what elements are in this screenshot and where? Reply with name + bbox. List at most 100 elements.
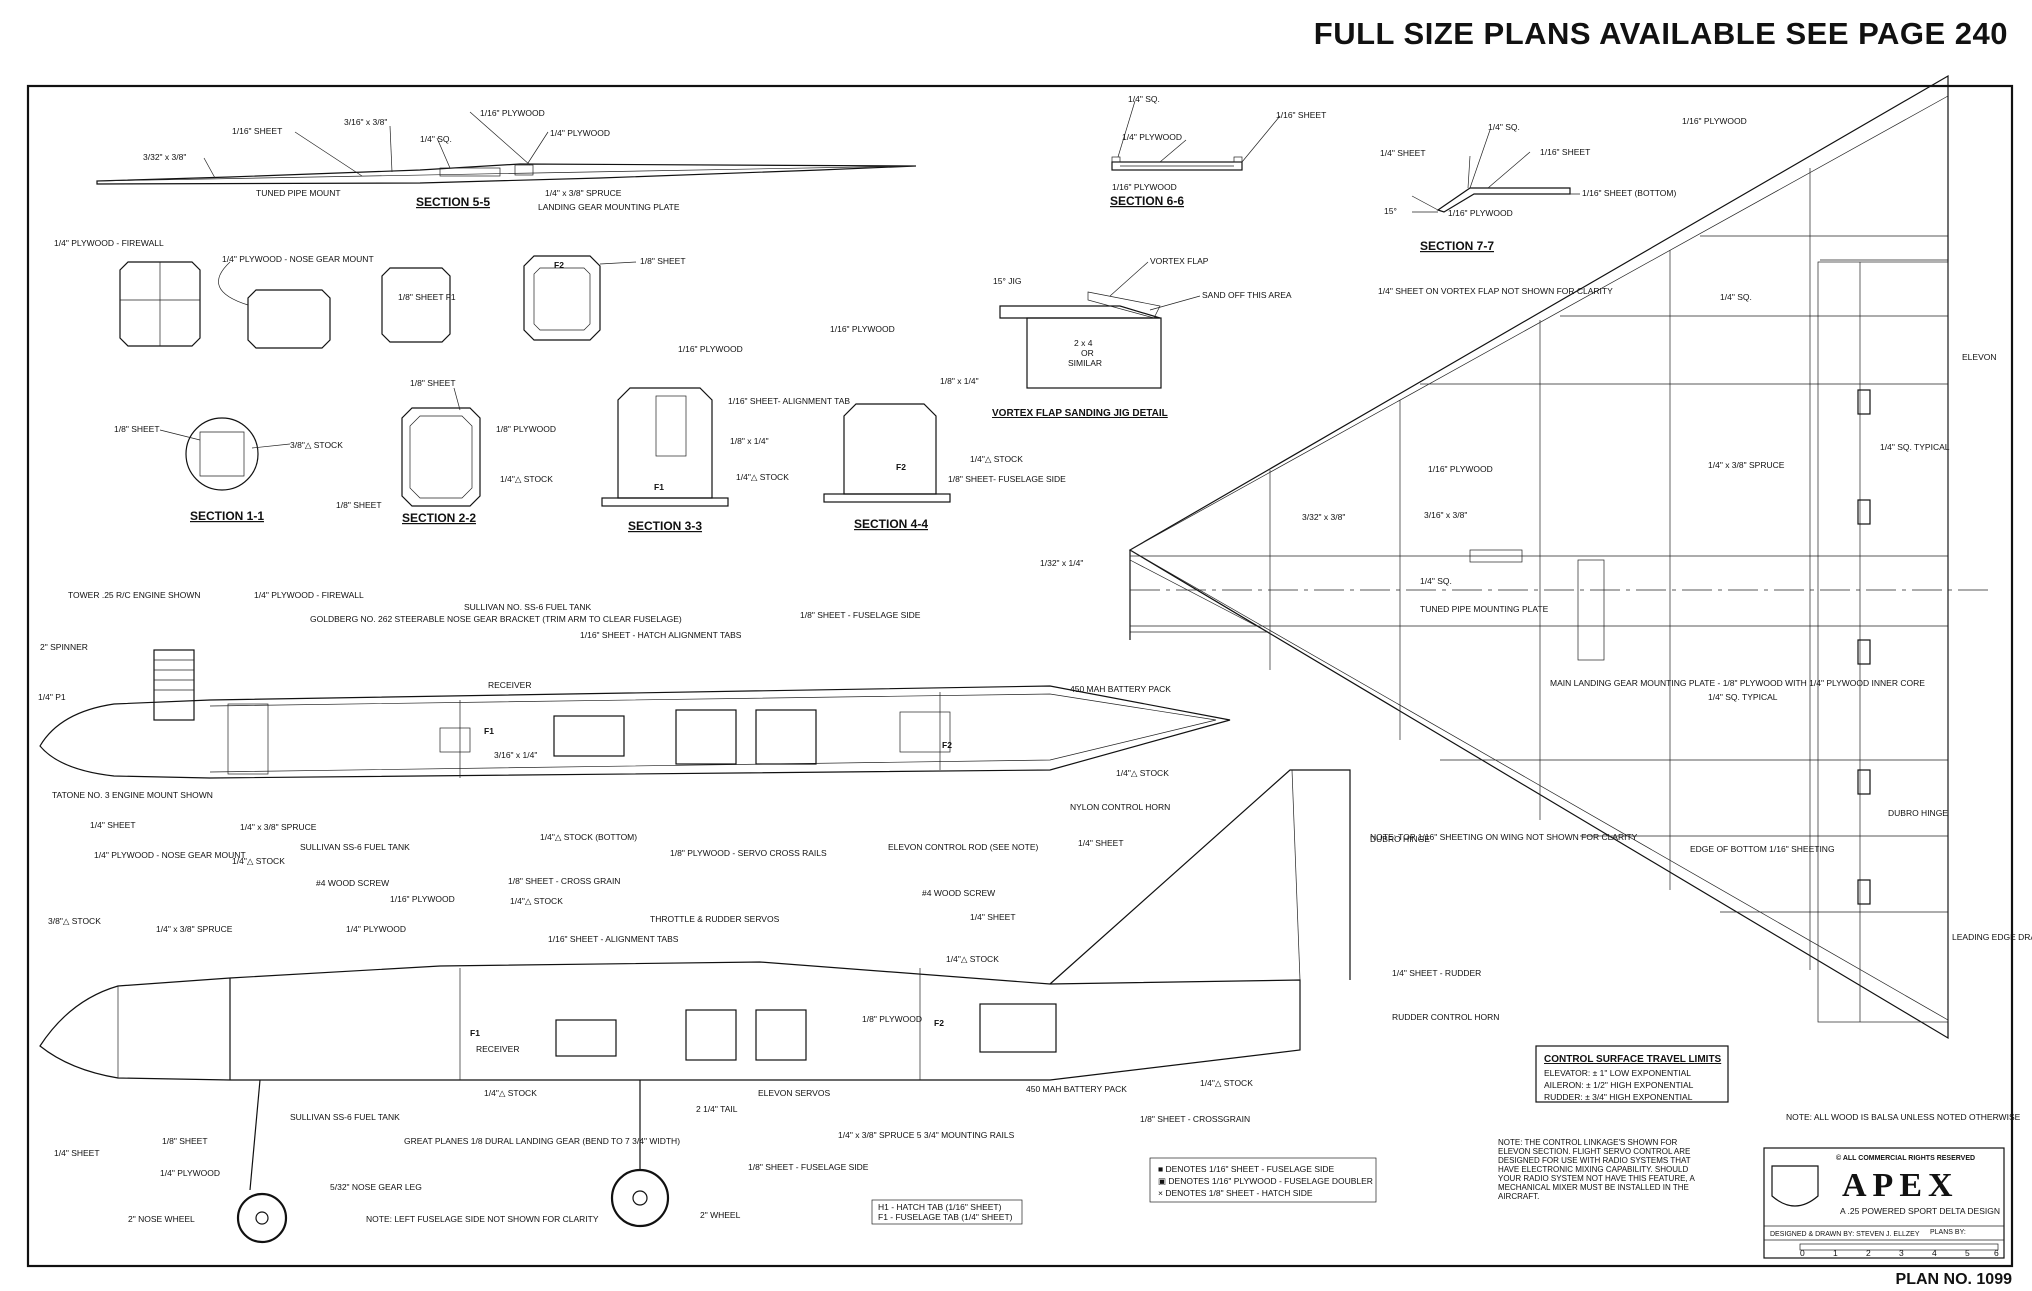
label: A .25 POWERED SPORT DELTA DESIGN — [1840, 1206, 2000, 1216]
label: 1/4" SQ. — [1488, 122, 1520, 132]
label: 1/4" PLYWOOD - NOSE GEAR MOUNT — [222, 254, 374, 264]
label: 1/4"△ STOCK (BOTTOM) — [540, 832, 637, 842]
section-1-1: 1/8" SHEET 3/8"△ STOCK 1/8" SHEET SECTIO… — [114, 417, 382, 523]
label: ELEVON CONTROL ROD (SEE NOTE) — [888, 842, 1039, 852]
label: 1/4"△ STOCK — [500, 474, 553, 484]
label: F2 — [896, 462, 906, 472]
label: 1/4" SHEET — [1078, 838, 1124, 848]
section-title: SECTION 3-3 — [628, 519, 702, 533]
plan-number: PLAN NO. 1099 — [1895, 1271, 2012, 1288]
label: NOTE: LEFT FUSELAGE SIDE NOT SHOWN FOR C… — [366, 1214, 599, 1224]
label: SIMILAR — [1068, 358, 1102, 368]
label: ■ DENOTES 1/16" SHEET - FUSELAGE SIDE — [1158, 1164, 1334, 1174]
label: 2" NOSE WHEEL — [128, 1214, 195, 1224]
label: ELEVATOR: ± 1" LOW EXPONENTIAL — [1544, 1068, 1691, 1078]
label: 2 — [1866, 1248, 1871, 1258]
label: 1/8" SHEET - FUSELAGE SIDE — [800, 610, 921, 620]
label: 1/4"△ STOCK — [510, 896, 563, 906]
label: AILERON: ± 1/2" HIGH EXPONENTIAL — [1544, 1080, 1694, 1090]
label: 0 — [1800, 1248, 1805, 1258]
label: GOLDBERG NO. 262 STEERABLE NOSE GEAR BRA… — [310, 614, 682, 624]
label: 1/4" PLYWOOD - NOSE GEAR MOUNT — [94, 850, 246, 860]
label: 1/8" SHEET — [410, 378, 456, 388]
label: GREAT PLANES 1/8 DURAL LANDING GEAR (BEN… — [404, 1136, 680, 1146]
label: 15° — [1384, 206, 1397, 216]
plan-title: APEX — [1842, 1167, 1959, 1204]
label: 1/4" PLYWOOD — [1122, 132, 1182, 142]
note-wood: NOTE: ALL WOOD IS BALSA UNLESS NOTED OTH… — [1786, 1112, 2021, 1122]
label: 6 — [1994, 1248, 1999, 1258]
section-title: SECTION 1-1 — [190, 509, 264, 523]
label: 1/4" SHEET - RUDDER — [1392, 968, 1481, 978]
label: RUDDER: ± 3/4" HIGH EXPONENTIAL — [1544, 1092, 1693, 1102]
label: 1/8" SHEET — [640, 256, 686, 266]
vortex-flap-jig: 2 x 4 OR SIMILAR VORTEX FLAP 15° JIG SAN… — [992, 256, 1292, 419]
note-linkage-fo: NOTE: THE CONTROL LINKAGE'S SHOWN FOR EL… — [1498, 1138, 1694, 1201]
label: 1/4" SHEET — [1380, 148, 1426, 158]
label: 3/8"△ STOCK — [48, 916, 101, 926]
label: 2 x 4 — [1074, 338, 1093, 348]
scale-bar: 0 1 2 3 4 5 6 — [1799, 1243, 1999, 1258]
label: SULLIVAN NO. SS-6 FUEL TANK — [464, 602, 592, 612]
label: TUNED PIPE MOUNTING PLATE — [1420, 604, 1549, 614]
label: 1/4" SQ. — [1420, 576, 1452, 586]
label: 3/16" x 3/8" — [344, 117, 387, 127]
label: PLANS BY: — [1930, 1229, 1966, 1236]
label: 1/4" PLYWOOD — [550, 128, 610, 138]
label: CONTROL SURFACE TRAVEL LIMITS — [1544, 1054, 1722, 1065]
label: 1/16" SHEET- ALIGNMENT TAB — [728, 396, 850, 406]
label: 450 MAH BATTERY PACK — [1026, 1084, 1127, 1094]
label: © ALL COMMERCIAL RIGHTS RESERVED — [1836, 1154, 1975, 1162]
label: 1/16" SHEET — [232, 126, 282, 136]
label: 3/8"△ STOCK — [290, 440, 343, 450]
label: 1/4" SQ. — [1720, 292, 1752, 302]
firewall-former — [119, 261, 201, 347]
label: EDGE OF BOTTOM 1/16" SHEETING — [1690, 844, 1835, 854]
section-title: SECTION 2-2 — [402, 511, 476, 525]
label: THROTTLE & RUDDER SERVOS — [650, 914, 780, 924]
nose-gear-former — [247, 289, 331, 349]
section-2-2: 1/8" SHEET 1/8" PLYWOOD 1/4"△ STOCK SECT… — [401, 378, 556, 525]
wing-planform: 1/16" PLYWOOD 1/4" SHEET ON VORTEX FLAP … — [1040, 74, 2032, 1040]
label: 1/8" SHEET - CROSSGRAIN — [1140, 1114, 1250, 1124]
label: DUBRO HINGE — [1370, 834, 1430, 844]
label: 1/8" SHEET — [114, 424, 160, 434]
label: ▣ DENOTES 1/16" PLYWOOD - FUSELAGE DOUBL… — [1158, 1176, 1373, 1186]
label: 3 — [1899, 1248, 1904, 1258]
label: 1 — [1833, 1248, 1838, 1258]
label: OR — [1081, 348, 1094, 358]
nose-wheel — [236, 1192, 288, 1244]
label: 1/4" x 3/8" SPRUCE — [545, 188, 622, 198]
label: DUBRO HINGE — [1888, 808, 1948, 818]
label: 2 1/4" TAIL — [696, 1104, 738, 1114]
label: 1/4" SQ. TYPICAL — [1708, 692, 1778, 702]
label: 1/4"△ STOCK — [736, 472, 789, 482]
label: F2 — [934, 1018, 944, 1028]
former-f1 — [381, 267, 451, 343]
label: NYLON CONTROL HORN — [1070, 802, 1170, 812]
label: 1/4" P1 — [38, 692, 66, 702]
label: 1/4" SQ. — [420, 134, 452, 144]
fuselage-side-view: #4 WOOD SCREW 1/8" SHEET - CROSS GRAIN 1… — [39, 769, 1499, 1244]
label: 15° JIG — [993, 276, 1021, 286]
section-5-5: 1/16" SHEET 3/16" x 3/8" 1/16" PLYWOOD 1… — [96, 108, 917, 212]
label: TOWER .25 R/C ENGINE SHOWN — [68, 590, 201, 600]
label: RECEIVER — [476, 1044, 519, 1054]
label: 1/8" PLYWOOD — [862, 1014, 922, 1024]
symbol-legend: ■ DENOTES 1/16" SHEET - FUSELAGE SIDE ▣ … — [1149, 1157, 1377, 1203]
label: F1 — [470, 1028, 480, 1038]
label: F1 — [484, 726, 494, 736]
label: TUNED PIPE MOUNT — [256, 188, 341, 198]
label: SULLIVAN SS-6 FUEL TANK — [290, 1112, 400, 1122]
label: 1/8" SHEET - CROSS GRAIN — [508, 876, 620, 886]
label: LEADING EDGE DRAWN ROTATED INTO THE PLAN… — [1952, 932, 2032, 942]
label: 1/4" PLYWOOD — [346, 924, 406, 934]
title-block: © ALL COMMERCIAL RIGHTS RESERVED APEX A … — [1763, 1147, 2005, 1259]
label: MAIN LANDING GEAR MOUNTING PLATE - 1/8" … — [1550, 678, 1925, 688]
hatch-tab-legend: H1 - HATCH TAB (1/16" SHEET) F1 - FUSELA… — [871, 1199, 1023, 1225]
label: 1/4" PLYWOOD — [160, 1168, 220, 1178]
label: LANDING GEAR MOUNTING PLATE — [538, 202, 680, 212]
label: #4 WOOD SCREW — [316, 878, 389, 888]
page-header: FULL SIZE PLANS AVAILABLE SEE PAGE 240 — [1313, 16, 2008, 51]
